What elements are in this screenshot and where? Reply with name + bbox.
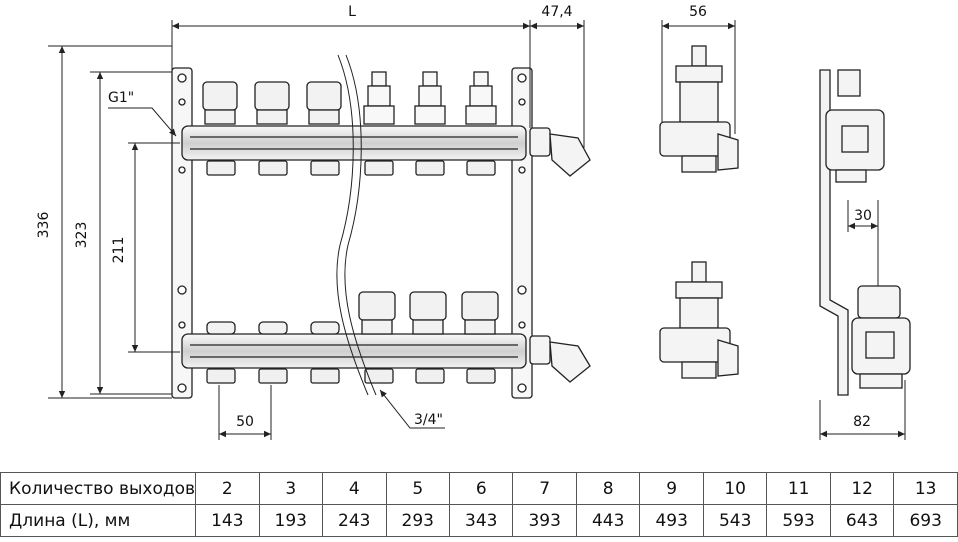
table-row-lengths: Длина (L), мм 143 193 243 293 343 393 44… xyxy=(0,504,958,537)
table-cell: 7 xyxy=(512,472,577,505)
table-cell: 12 xyxy=(829,472,895,505)
dim-side-depth: 56 xyxy=(689,4,707,20)
table-cell: 10 xyxy=(702,472,768,505)
bottom-valves xyxy=(206,291,499,335)
top-flow-meters xyxy=(363,71,497,125)
dim-length-label: L xyxy=(348,4,356,20)
row-label-outlets: Количество выходов xyxy=(0,472,197,505)
table-cell: 643 xyxy=(829,504,895,537)
spec-table: Количество выходов 2 3 4 5 6 7 8 9 10 11… xyxy=(0,472,958,537)
table-cell: 693 xyxy=(893,504,958,537)
table-cell: 343 xyxy=(448,504,514,537)
side-view xyxy=(659,45,739,379)
table-cell: 3 xyxy=(258,472,324,505)
table-cell: 243 xyxy=(322,504,387,537)
table-cell: 593 xyxy=(766,504,831,537)
table-cell: 443 xyxy=(575,504,641,537)
table-cell: 393 xyxy=(512,504,577,537)
row-label-length: Длина (L), мм xyxy=(0,504,197,537)
table-cell: 293 xyxy=(385,504,450,537)
manifold-technical-drawing: L 47,4 56 336 323 211 50 G1" 3/4" 30 82 xyxy=(36,4,911,440)
table-cell: 11 xyxy=(766,472,831,505)
dimension-lines xyxy=(48,20,906,440)
front-view xyxy=(171,54,591,399)
dim-rear-depth: 82 xyxy=(853,414,871,430)
dim-thread-main: G1" xyxy=(108,90,134,106)
dim-overall-height: 336 xyxy=(36,212,52,239)
rear-view xyxy=(819,69,911,396)
bottom-outlets xyxy=(206,368,496,384)
top-outlets xyxy=(206,160,496,176)
supply-bar xyxy=(181,125,527,161)
side-fittings xyxy=(529,127,591,383)
table-cell: 543 xyxy=(702,504,768,537)
table-cell: 143 xyxy=(195,504,260,537)
table-cell: 5 xyxy=(385,472,450,505)
dim-inlet-offset: 47,4 xyxy=(541,4,572,20)
top-valve-caps xyxy=(202,81,342,125)
dim-rear-offset: 30 xyxy=(854,208,872,224)
table-cell: 6 xyxy=(448,472,514,505)
dim-axis-spacing: 211 xyxy=(111,237,127,264)
table-cell: 493 xyxy=(639,504,704,537)
table-cell: 13 xyxy=(893,472,958,505)
table-cell: 8 xyxy=(575,472,641,505)
table-cell: 193 xyxy=(258,504,324,537)
table-cell: 9 xyxy=(639,472,704,505)
table-row-outlets: Количество выходов 2 3 4 5 6 7 8 9 10 11… xyxy=(0,472,958,505)
dim-mount-height: 323 xyxy=(74,222,90,249)
return-bar xyxy=(181,333,527,369)
table-cell: 4 xyxy=(322,472,387,505)
break-line xyxy=(336,54,369,396)
table-cell: 2 xyxy=(195,472,260,505)
dim-outlet-pitch: 50 xyxy=(236,414,254,430)
dim-thread-outlet: 3/4" xyxy=(414,412,443,428)
